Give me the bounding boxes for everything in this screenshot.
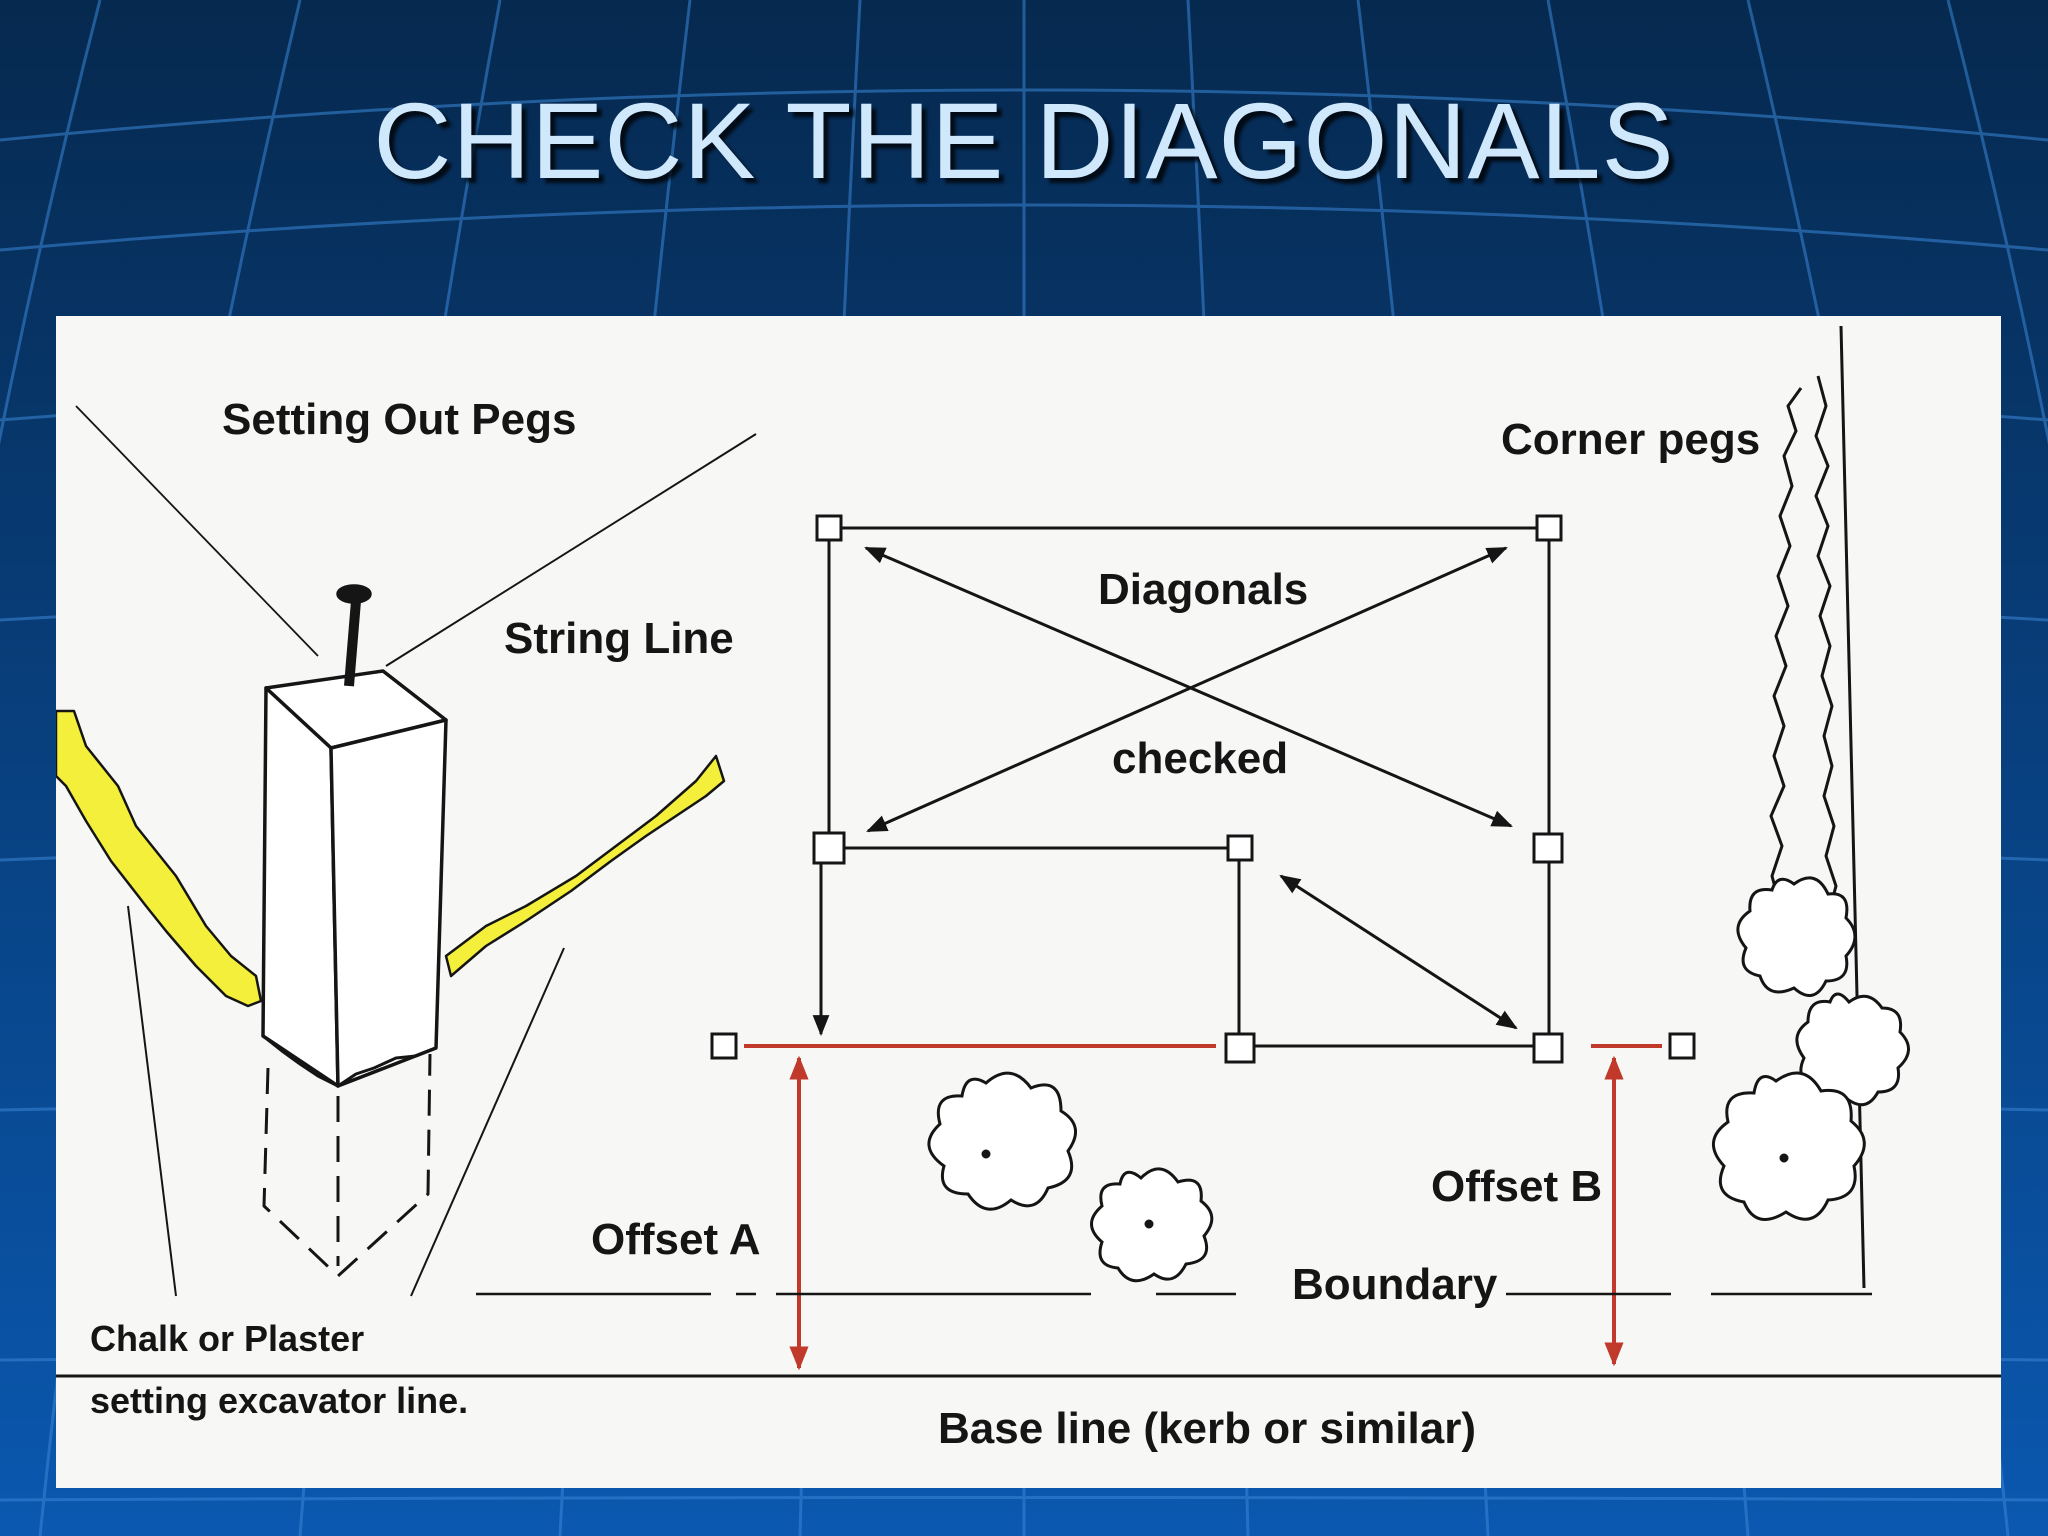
shrub <box>927 1071 1077 1211</box>
corner-peg <box>710 1032 738 1060</box>
leader-setting-out-pegs-left <box>75 405 319 657</box>
label-chalk-line-1: Chalk or Plaster <box>90 1318 364 1359</box>
corner-peg <box>815 514 843 542</box>
offset-lines <box>744 1044 1662 1371</box>
corner-peg <box>812 831 846 865</box>
slide-title: CHECK THE DIAGONALS <box>373 80 1675 201</box>
label-chalk-line-2: setting excavator line. <box>90 1380 468 1421</box>
corner-peg <box>1532 832 1564 864</box>
chalk-line-left <box>56 709 263 1008</box>
shrubs <box>927 876 1910 1283</box>
hedge-outline <box>1769 375 1840 957</box>
diagram-panel: Setting Out Pegs String Line Diagonals c… <box>56 316 2001 1488</box>
label-string-line: String Line <box>504 614 734 663</box>
shrub <box>1736 876 1857 997</box>
right-boundary-line <box>1839 325 1866 1289</box>
corner-peg <box>1668 1032 1696 1060</box>
corner-peg <box>1535 514 1563 542</box>
building-layout <box>812 526 1551 1048</box>
leader-chalk-right <box>410 947 565 1297</box>
corner-peg <box>1224 1032 1256 1064</box>
label-base-line: Base line (kerb or similar) <box>938 1404 1476 1453</box>
label-offset-a: Offset A <box>591 1215 761 1264</box>
label-checked: checked <box>1112 734 1288 783</box>
leader-chalk-left <box>127 905 177 1297</box>
diagonal-line-small <box>1279 874 1518 1030</box>
leader-setting-out-pegs-right <box>385 433 757 667</box>
setting-out-diagram: Setting Out Pegs String Line Diagonals c… <box>56 325 2001 1453</box>
chalk-line-right <box>444 754 726 978</box>
label-offset-b: Offset B <box>1431 1162 1602 1211</box>
label-diagonals: Diagonals <box>1098 565 1308 614</box>
label-setting-out-pegs: Setting Out Pegs <box>222 395 576 444</box>
corner-peg <box>1532 1032 1564 1064</box>
diagonal-line-2 <box>866 546 1508 833</box>
setting-out-peg <box>56 405 757 1297</box>
corner-peg <box>1226 834 1254 862</box>
label-boundary: Boundary <box>1292 1260 1498 1309</box>
label-corner-pegs: Corner pegs <box>1501 415 1760 464</box>
corner-pegs <box>710 514 1696 1064</box>
shrub <box>1712 1071 1866 1221</box>
